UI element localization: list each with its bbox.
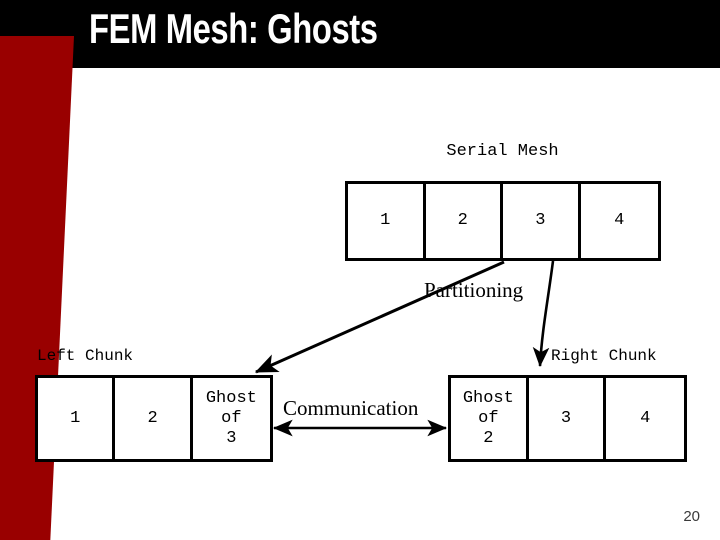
right-chunk-row: Ghost of 2 3 4 <box>448 375 687 462</box>
serial-mesh-cell: 1 <box>348 184 426 258</box>
accent-band-decoration <box>0 36 74 540</box>
right-chunk-cell: 3 <box>528 378 607 459</box>
communication-label: Communication <box>283 396 419 420</box>
serial-mesh-cell: 4 <box>580 184 659 258</box>
left-chunk-cell: 2 <box>115 378 193 459</box>
serial-mesh-cell: 3 <box>503 184 581 258</box>
page-number: 20 <box>683 508 700 525</box>
partitioning-label: Partitioning <box>424 278 524 302</box>
right-chunk-label: Right Chunk <box>551 347 657 365</box>
right-chunk-ghost-cell: Ghost of 2 <box>451 378 529 459</box>
page-title: FEM Mesh: Ghosts <box>89 5 378 52</box>
serial-mesh-label: Serial Mesh <box>446 142 559 161</box>
serial-mesh-cell: 2 <box>425 184 504 258</box>
right-chunk-cell: 4 <box>606 378 684 459</box>
left-chunk-cell: 1 <box>38 378 116 459</box>
serial-mesh-row: 1 2 3 4 <box>345 181 661 261</box>
left-chunk-ghost-cell: Ghost of 3 <box>192 378 270 459</box>
left-chunk-row: 1 2 Ghost of 3 <box>35 375 273 462</box>
slide-header-bar <box>0 0 720 68</box>
left-chunk-label: Left Chunk <box>37 347 134 365</box>
